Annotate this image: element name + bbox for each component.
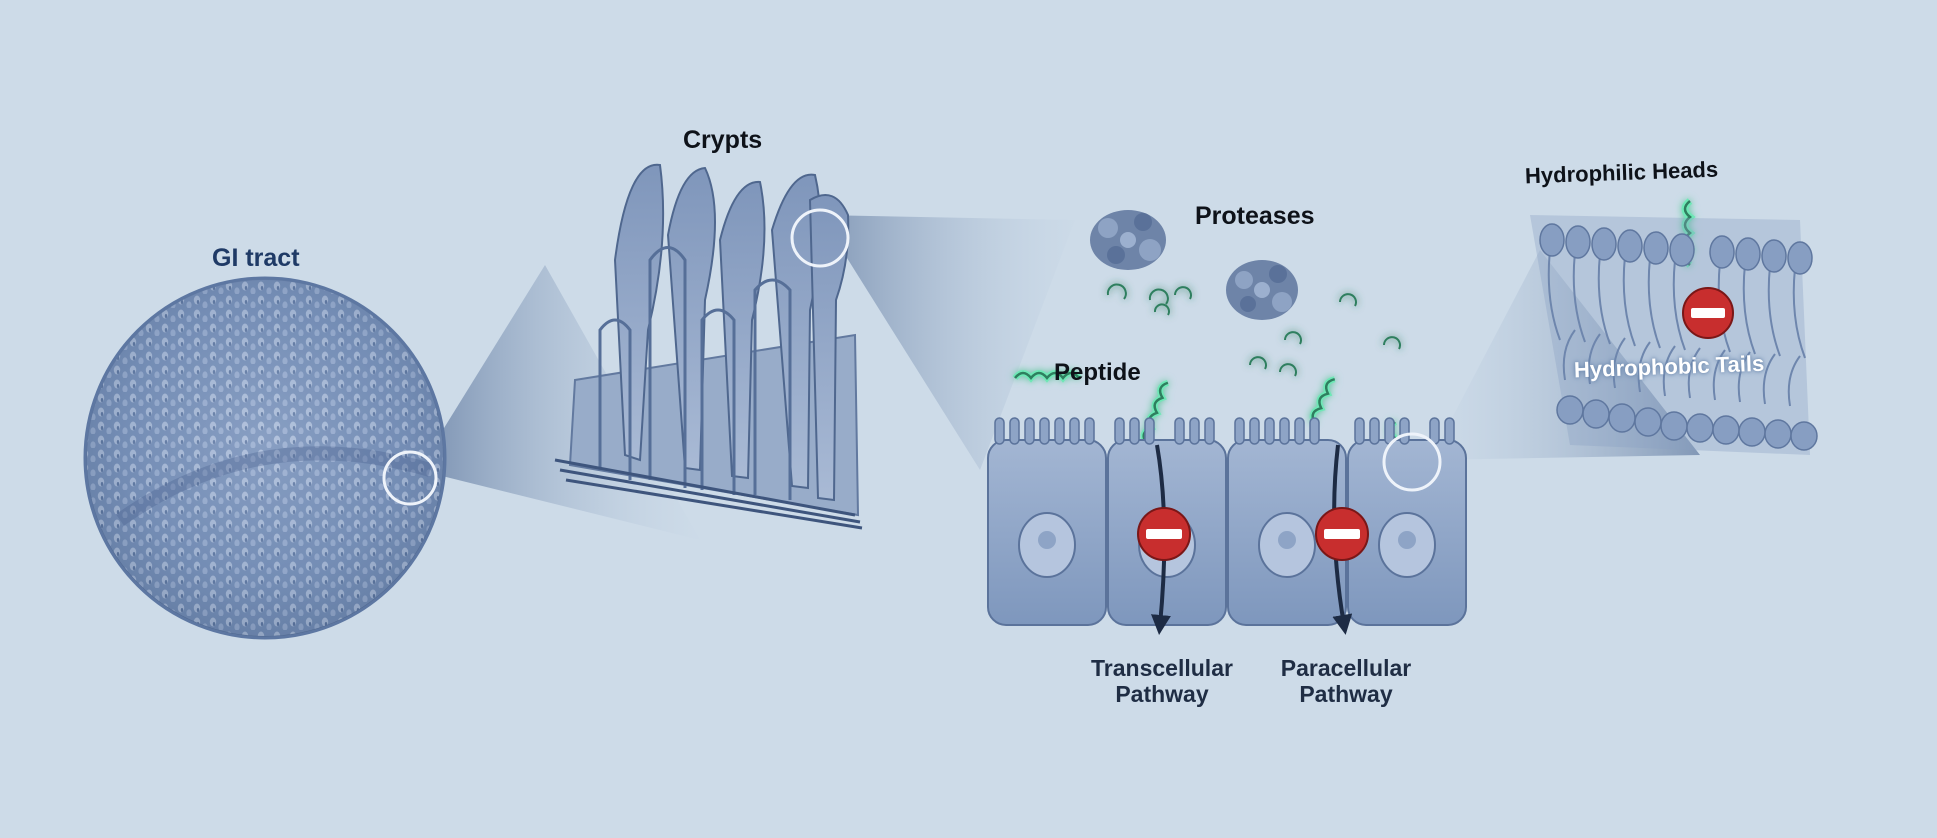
protease-molecules xyxy=(1090,210,1298,320)
paracellular-line-1: Paracellular xyxy=(1280,655,1412,681)
transcellular-line-2: Pathway xyxy=(1115,681,1209,707)
crypts-label: Crypts xyxy=(683,126,763,154)
crypt-zoom-ring xyxy=(790,208,850,268)
gi-tract-label: GI tract xyxy=(212,244,300,272)
epithelial-cell-layer xyxy=(987,417,1467,626)
zoom-beam-crypts-to-cells xyxy=(820,215,1075,470)
transcellular-line-1: Transcellular xyxy=(1091,655,1233,681)
proteases-label: Proteases xyxy=(1195,202,1315,230)
no-entry-icon-paracellular xyxy=(1315,507,1369,561)
gi-zoom-ring xyxy=(382,450,438,506)
no-entry-icon-membrane xyxy=(1682,287,1734,339)
transcellular-pathway-label: Transcellular Pathway xyxy=(1082,655,1242,707)
lipid-bilayer-illustration xyxy=(1530,215,1818,455)
paracellular-pathway-label: Paracellular Pathway xyxy=(1266,655,1426,707)
no-entry-icon-transcellular xyxy=(1137,507,1191,561)
paracellular-line-2: Pathway xyxy=(1299,681,1393,707)
crypts-illustration xyxy=(554,163,863,530)
gi-tract-illustration xyxy=(83,276,447,640)
cell-zoom-ring xyxy=(1382,432,1442,492)
peptide-label: Peptide xyxy=(1054,359,1141,386)
